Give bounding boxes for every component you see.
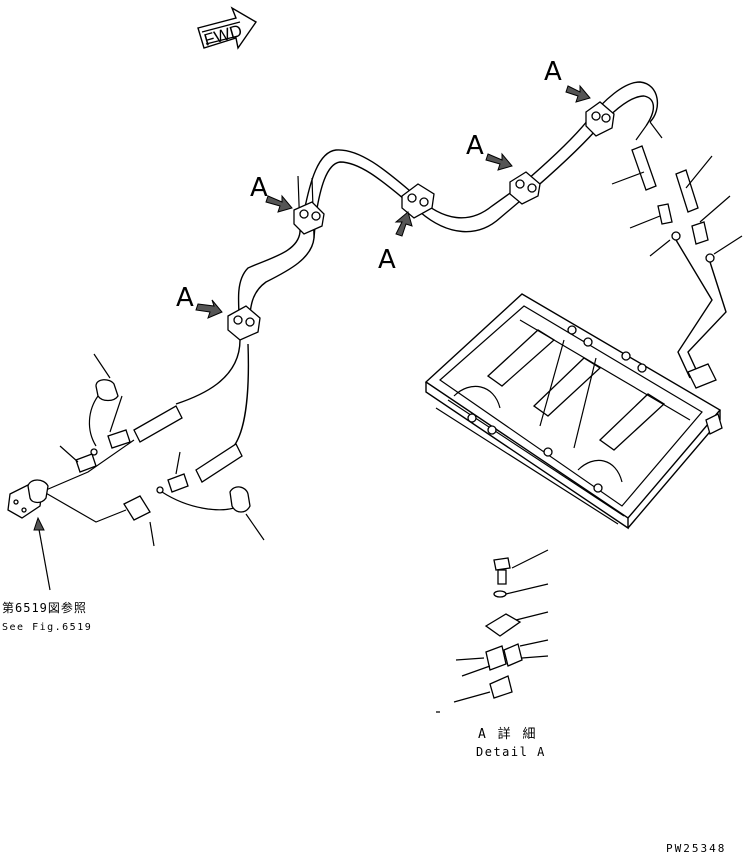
frame-assembly bbox=[424, 293, 723, 530]
pipe-clamp-1 bbox=[227, 305, 261, 341]
detail-label-a-4: A bbox=[378, 245, 396, 275]
detail-label-a-2: A bbox=[466, 131, 484, 161]
detail-caption-jp: A 詳 細 bbox=[478, 726, 537, 742]
detail-a-parts bbox=[436, 549, 549, 713]
upper-right-hoses bbox=[611, 145, 743, 389]
pipe-clamp-3 bbox=[401, 183, 435, 219]
detail-arrows bbox=[195, 84, 591, 319]
detail-label-a-3: A bbox=[250, 173, 268, 203]
text-group: 第6519図参照 See Fig.6519 A 詳 細 Detail A PW2… bbox=[2, 600, 726, 855]
detail-label-a-5: A bbox=[176, 283, 194, 313]
detail-label-group: A A A A A bbox=[176, 57, 562, 313]
lower-left-components bbox=[7, 339, 265, 547]
reference-note-en: See Fig.6519 bbox=[2, 622, 92, 633]
pipe-clamp-5 bbox=[585, 101, 615, 137]
detail-label-a-1: A bbox=[544, 57, 562, 87]
drawing-number: PW25348 bbox=[666, 842, 726, 855]
reference-pointer bbox=[33, 516, 51, 591]
pipe-clamp-2 bbox=[293, 201, 325, 235]
pipe-clamp-4 bbox=[509, 171, 541, 205]
reference-note-jp: 第6519図参照 bbox=[2, 600, 87, 615]
detail-caption-en: Detail A bbox=[476, 745, 546, 759]
fwd-arrow: FWD bbox=[197, 6, 258, 50]
